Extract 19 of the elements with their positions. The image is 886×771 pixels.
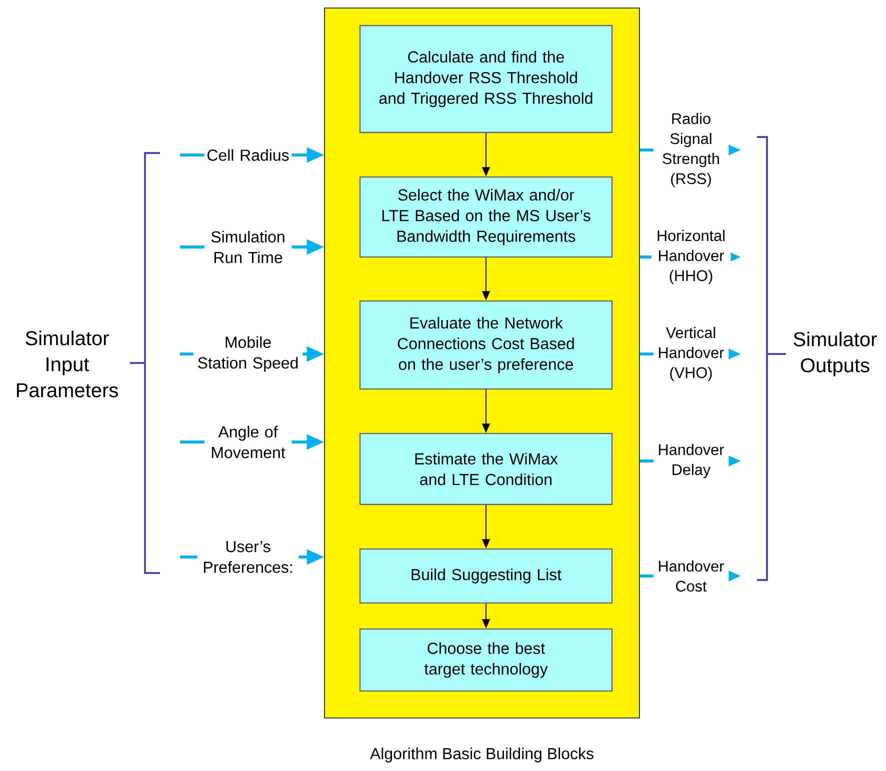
- edge-label: Handover Delay: [653, 443, 729, 479]
- process-box: Estimate the WiMax and LTE Condition: [359, 433, 613, 505]
- edge-label: Simulation Run Time: [204, 230, 292, 264]
- edge-label: User’s Preferences:: [197, 540, 299, 574]
- edge-label: Vertical Handover (VHO): [653, 326, 729, 382]
- edge-label: Handover Cost: [653, 560, 729, 592]
- edge-label: Angle of Movement: [204, 425, 292, 459]
- node-label: Algorithm Basic Building Blocks: [370, 748, 594, 762]
- process-box: Choose the best target technology: [359, 628, 613, 692]
- process-box: Select the WiMax and/or LTE Based on the MS User’s Bandwidth Requirements: [359, 176, 613, 258]
- process-box: Build Suggesting List: [359, 548, 613, 604]
- edge-label: Mobile Station Speed: [193, 336, 303, 372]
- side-heading: Simulator Outputs: [794, 332, 877, 376]
- edge-label: Horizontal Handover (HHO): [651, 229, 731, 285]
- process-box: Evaluate the Network Connections Cost Based on the user’s preference: [359, 300, 613, 390]
- edge-label: Cell Radius: [204, 148, 292, 162]
- edge-label: Radio Signal Strength (RSS): [653, 112, 729, 188]
- process-box: Calculate and find the Handover RSS Threshold and Triggered RSS Threshold: [359, 25, 613, 133]
- side-heading: Simulator Input Parameters: [16, 330, 118, 398]
